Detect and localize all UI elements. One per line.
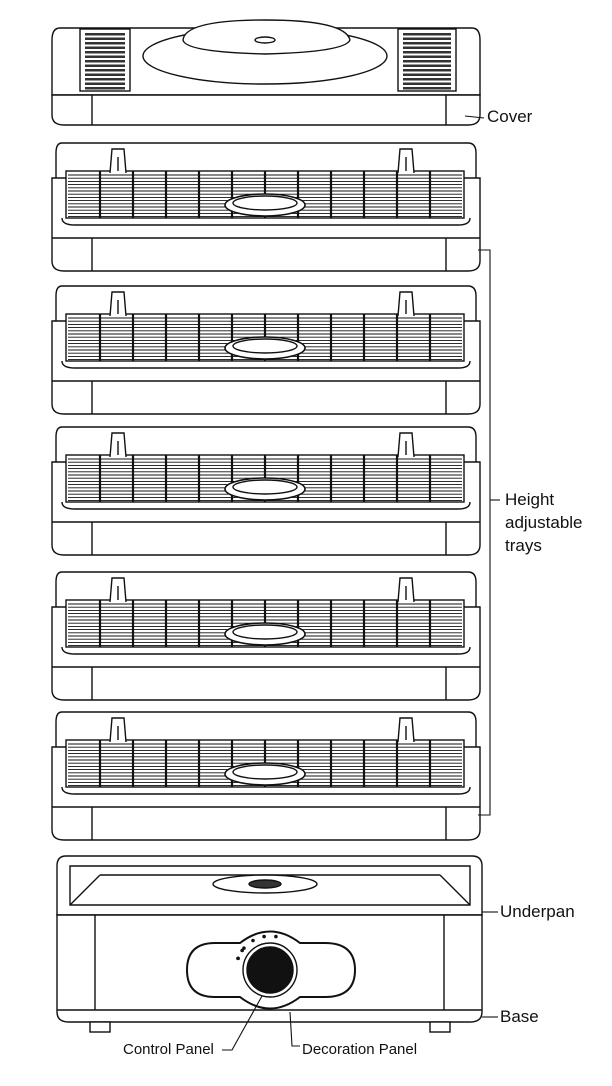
label-height-adjustable-trays: Height adjustable trays (505, 489, 583, 558)
cover-vent-left (79, 28, 131, 92)
cover-vent-right (397, 28, 457, 92)
tray-1[interactable] (51, 142, 481, 272)
tray-2[interactable] (51, 285, 481, 415)
dial-mark (236, 956, 240, 961)
tray-4[interactable] (51, 571, 481, 701)
label-line: Height (505, 490, 555, 509)
underpan-fan-hub (212, 874, 318, 894)
dial-mark (262, 934, 266, 939)
base (56, 855, 483, 1033)
cover (51, 19, 481, 126)
dial-mark (240, 948, 244, 953)
dial-mark (274, 934, 278, 939)
label-cover: Cover (487, 107, 533, 126)
tray-grate (65, 739, 465, 788)
label-line: trays (505, 535, 542, 555)
leader-lines (222, 115, 500, 1051)
label-control-panel: Control Panel (123, 1041, 214, 1058)
label-line: adjustable (505, 512, 583, 532)
label-decoration-panel: Decoration Panel (302, 1041, 418, 1058)
control-panel (185, 930, 357, 1010)
label-underpan: Underpan (500, 902, 575, 921)
tray-3[interactable] (51, 426, 481, 556)
dial-mark (251, 938, 255, 943)
tray-5[interactable] (51, 711, 481, 841)
label-base: Base (500, 1007, 539, 1026)
temperature-knob[interactable] (246, 946, 294, 994)
